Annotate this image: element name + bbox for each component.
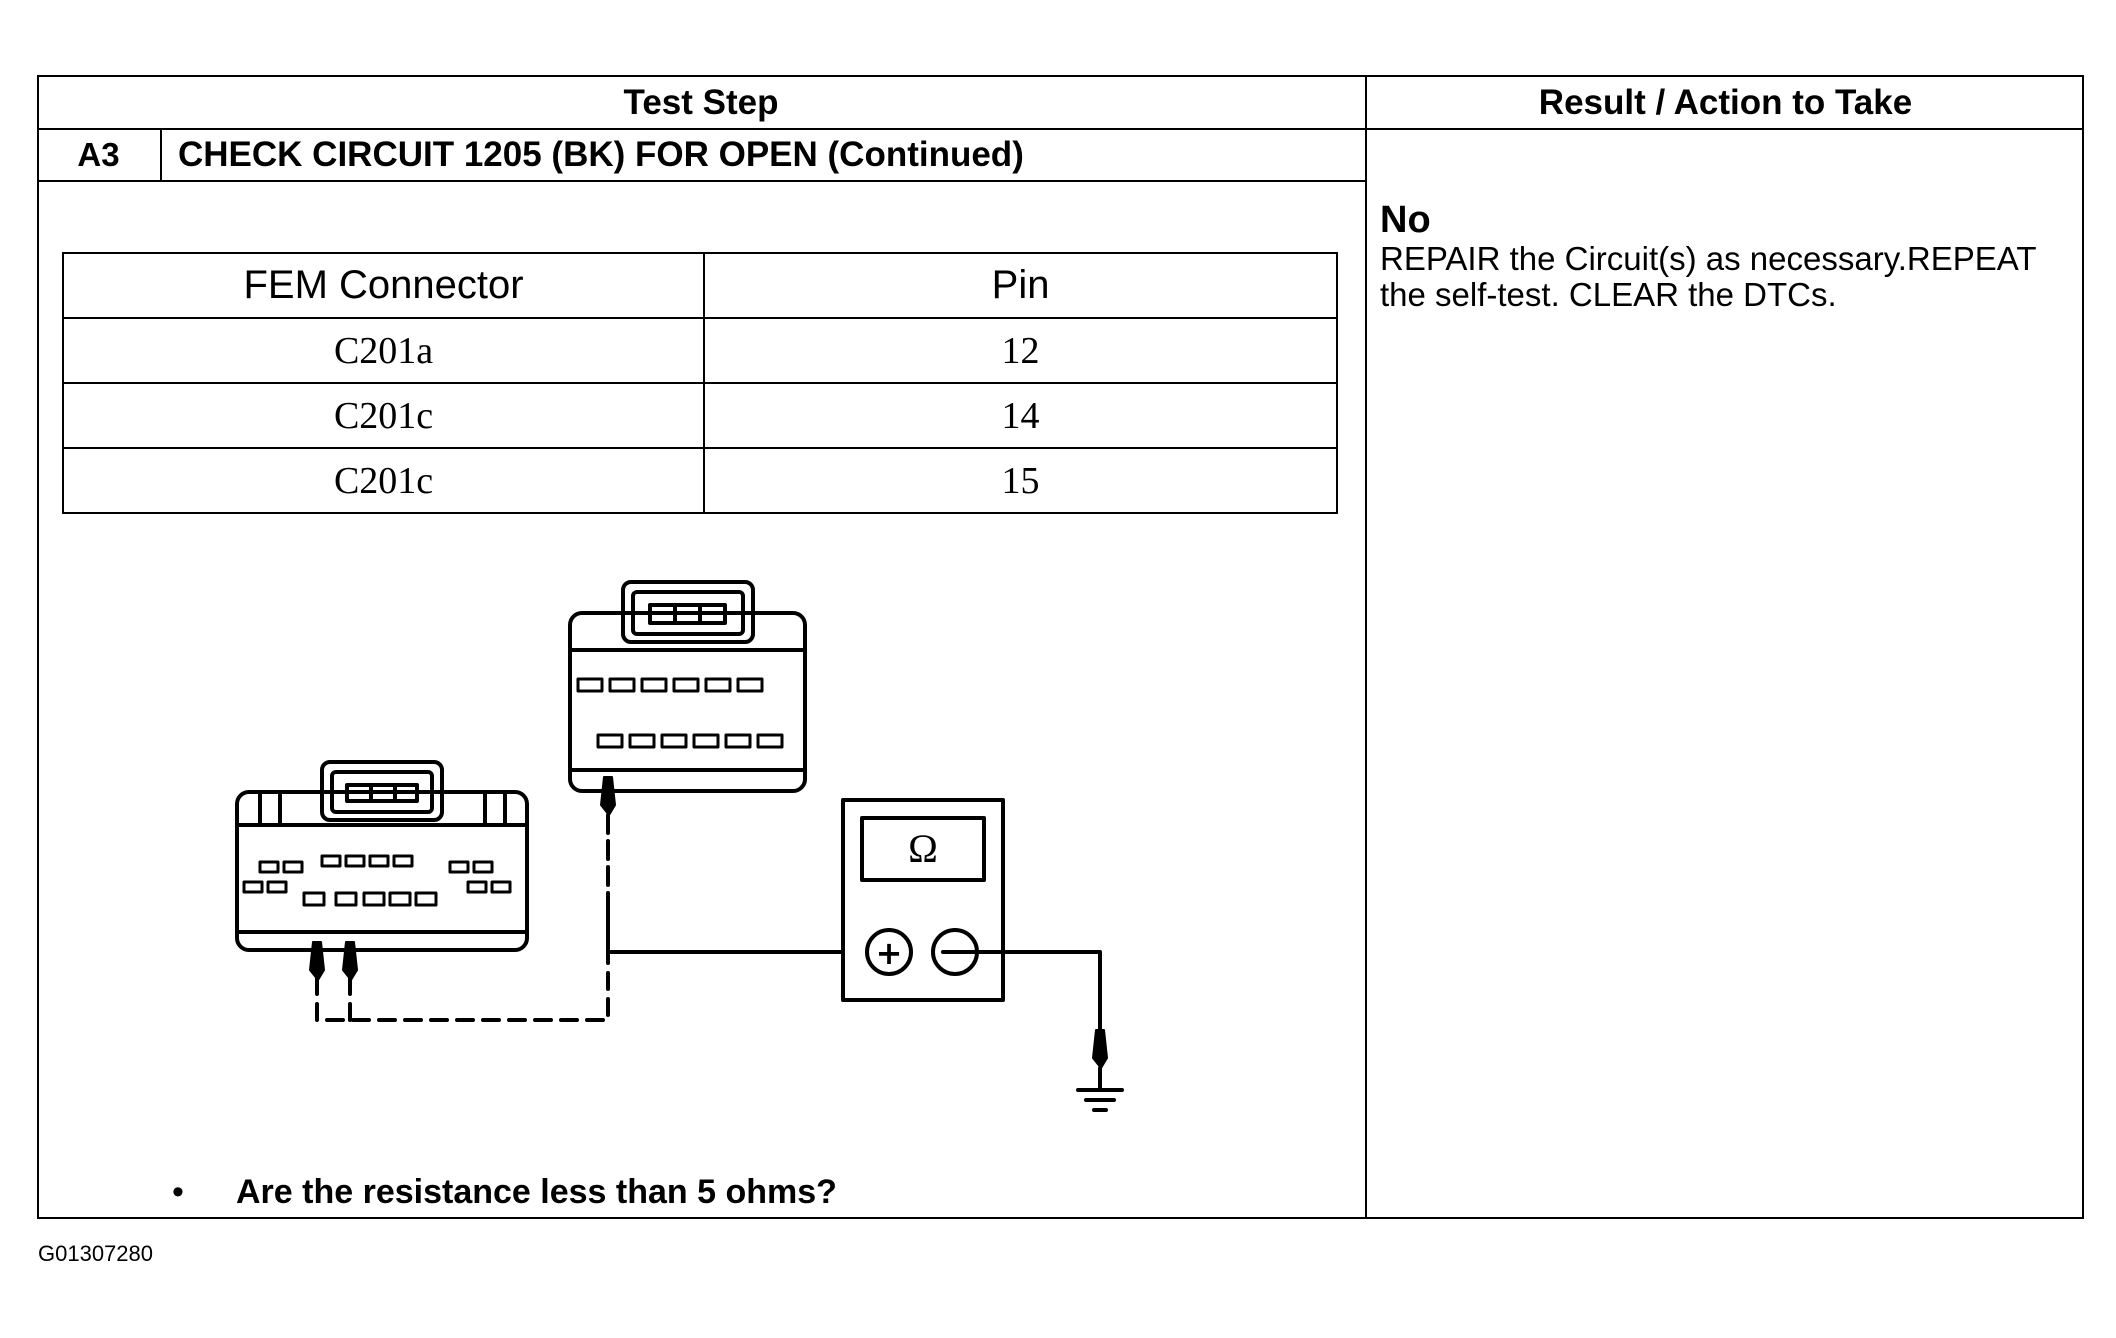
table-row: C201c 15 xyxy=(61,447,1338,514)
lower-connector-icon xyxy=(235,760,529,952)
plus-terminal-label: + xyxy=(876,934,903,972)
table-header-row: FEM Connector Pin xyxy=(61,252,1338,319)
pin-cell: 15 xyxy=(703,447,1338,514)
question-bullet: • xyxy=(172,1173,184,1211)
column-header-connector: FEM Connector xyxy=(61,252,706,319)
question-text: Are the resistance less than 5 ohms? xyxy=(236,1173,837,1211)
figure-id: G01307280 xyxy=(38,1241,153,1266)
result-body: REPAIR the Circuit(s) as necessary.REPEA… xyxy=(1380,240,2036,313)
connector-cell: C201a xyxy=(61,317,706,384)
step-id: A3 xyxy=(77,136,120,173)
connector-pin-table: FEM Connector Pin C201a 12 C201c 14 C201… xyxy=(61,252,1338,514)
minus-terminal-label: − xyxy=(942,932,969,970)
result-heading: No xyxy=(1380,199,1431,241)
table-row: C201a 12 xyxy=(61,317,1338,384)
ohm-symbol: Ω xyxy=(908,826,938,871)
upper-connector-icon xyxy=(568,580,807,793)
ground-icon xyxy=(1076,1066,1124,1112)
table-frame xyxy=(37,75,2084,1219)
probe-icon xyxy=(309,776,1108,1069)
step-divider xyxy=(37,180,1367,182)
header-divider xyxy=(37,128,2084,130)
column-divider xyxy=(1365,75,1367,1219)
test-step-header: Test Step xyxy=(623,83,779,122)
step-title: CHECK CIRCUIT 1205 (BK) FOR OPEN (Contin… xyxy=(178,135,1024,174)
result-header: Result / Action to Take xyxy=(1538,83,1913,122)
pin-cell: 14 xyxy=(703,382,1338,449)
column-header-pin: Pin xyxy=(703,252,1338,319)
table-row: C201c 14 xyxy=(61,382,1338,449)
multimeter-icon xyxy=(841,798,1005,1002)
connector-cell: C201c xyxy=(61,382,706,449)
connector-cell: C201c xyxy=(61,447,706,514)
wiring-diagram: Ω + − xyxy=(235,580,1124,1112)
pin-cell: 12 xyxy=(703,317,1338,384)
step-id-divider xyxy=(160,128,162,182)
